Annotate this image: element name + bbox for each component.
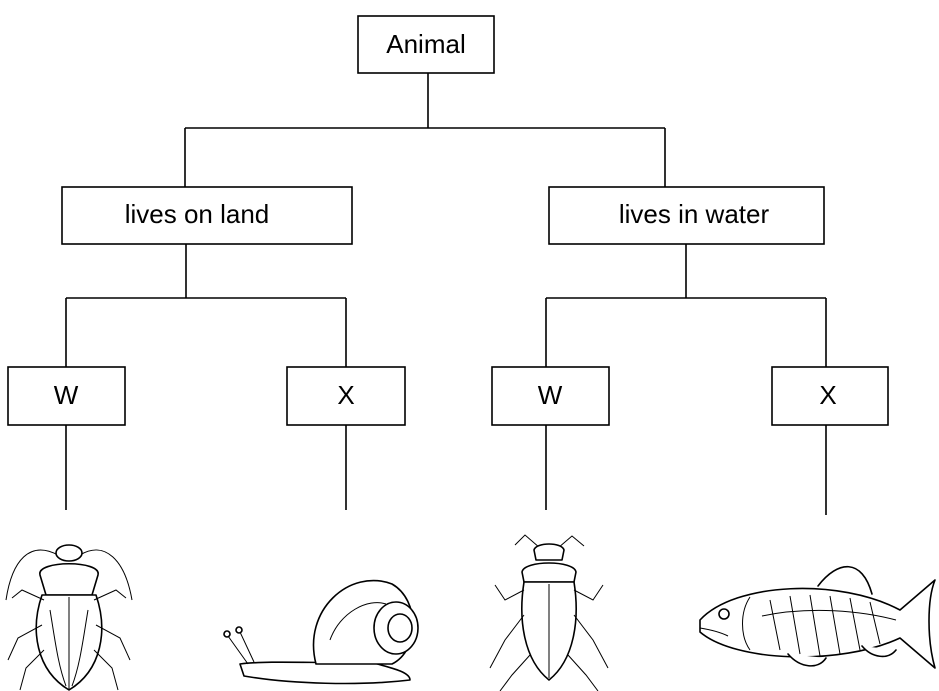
connector-root xyxy=(185,73,665,187)
water-beetle-icon xyxy=(490,535,608,691)
habitat-node-land: lives on land xyxy=(62,187,352,244)
habitat-node-water: lives in water xyxy=(549,187,824,244)
group-node-land-w: W xyxy=(8,367,125,425)
habitat-label-land: lives on land xyxy=(125,199,270,229)
group-node-water-x: X xyxy=(772,367,888,425)
group-node-land-x: X xyxy=(287,367,405,425)
habitat-label-water: lives in water xyxy=(619,199,770,229)
root-label: Animal xyxy=(386,29,465,59)
group-label-water-x: X xyxy=(819,380,836,410)
group-node-water-w: W xyxy=(492,367,609,425)
connector-water xyxy=(546,244,826,367)
cockroach-icon xyxy=(6,545,132,690)
tree-connectors xyxy=(66,73,826,515)
root-node: Animal xyxy=(358,16,494,73)
connector-to-animals xyxy=(66,425,826,515)
group-label-land-x: X xyxy=(337,380,354,410)
group-label-water-w: W xyxy=(538,380,563,410)
connector-land xyxy=(66,244,346,367)
fish-icon xyxy=(700,567,935,668)
snail-icon xyxy=(224,581,418,684)
group-label-land-w: W xyxy=(54,380,79,410)
